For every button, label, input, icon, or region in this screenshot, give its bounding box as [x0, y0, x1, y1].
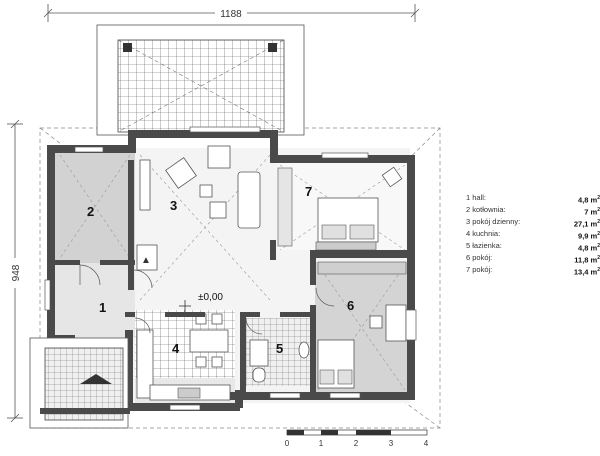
bedroom-7-furniture [277, 166, 403, 251]
bedroom-6-furniture [317, 261, 407, 389]
scale-tick-1: 1 [319, 439, 324, 448]
legend-unit-sup: 2 [597, 231, 600, 237]
legend-area: 11,8 m [574, 255, 598, 265]
legend-area: 13,4 m [573, 267, 598, 277]
room-number-7: 7 [305, 184, 312, 199]
legend-area: 27,1 m [573, 219, 598, 229]
legend-unit-sup: 2 [597, 267, 600, 273]
legend-unit-sup: 2 [597, 219, 600, 225]
legend-unit-sup: 2 [597, 195, 600, 201]
fireplace-icon: ▲ [141, 255, 151, 266]
room-number-3: 3 [170, 198, 177, 213]
legend-unit-sup: 2 [597, 207, 600, 213]
legend-label: 5 łazienka: [466, 241, 502, 250]
room-number-2: 2 [87, 204, 94, 219]
scale-tick-4: 4 [424, 439, 429, 448]
scale-tick-3: 3 [389, 439, 394, 448]
legend-row: 1 hall: 4,8 m2 [466, 192, 600, 205]
bathroom-fixtures [249, 339, 310, 383]
entrance-porch [29, 337, 130, 429]
level-marker [179, 300, 191, 312]
legend-row: 3 pokój dzienny: 27,1 m2 [466, 216, 600, 229]
living-furniture: ▲ [136, 145, 261, 271]
scale-tick-2: 2 [354, 439, 359, 448]
height-dimension-label: 948 [11, 264, 22, 281]
legend-row: 5 łazienka: 4,8 m2 [466, 240, 600, 253]
legend-label: 3 pokój dzienny: [466, 217, 521, 226]
kitchen-furniture [136, 313, 231, 401]
legend-label: 7 pokój: [466, 265, 493, 274]
legend-row: 6 pokój: 11,8 m2 [466, 252, 600, 265]
legend-row: 7 pokój: 13,4 m2 [466, 264, 600, 277]
legend-area: 9,9 m [578, 231, 598, 241]
scale-bar [286, 429, 428, 436]
legend-area: 4,8 m [578, 195, 598, 205]
north-terrace [96, 24, 305, 136]
legend-label: 6 pokój: [466, 253, 493, 262]
legend-unit-sup: 2 [597, 243, 600, 249]
legend-label: 1 hall: [466, 193, 487, 202]
room-number-1: 1 [99, 300, 106, 315]
width-dimension-label: 1188 [220, 9, 242, 20]
legend-area: 7 m [584, 207, 598, 217]
legend-label: 2 kotłownia: [466, 205, 506, 214]
legend-row: 4 kuchnia: 9,9 m2 [466, 228, 600, 241]
legend-label: 4 kuchnia: [466, 229, 501, 238]
room-number-4: 4 [172, 341, 180, 356]
windows [44, 126, 417, 411]
level-label: ±0,00 [198, 292, 223, 303]
legend-row: 2 kotłownia: 7 m2 [466, 204, 600, 217]
scale-tick-0: 0 [285, 439, 290, 448]
room-number-6: 6 [347, 298, 354, 313]
doors [79, 264, 335, 335]
room-area-legend: 1 hall:4,8 m2 2 kotłownia:7 m2 3 pokój d… [466, 192, 600, 277]
legend-unit-sup: 2 [597, 255, 600, 261]
room-number-5: 5 [276, 341, 283, 356]
legend-area: 4,8 m [578, 243, 598, 253]
